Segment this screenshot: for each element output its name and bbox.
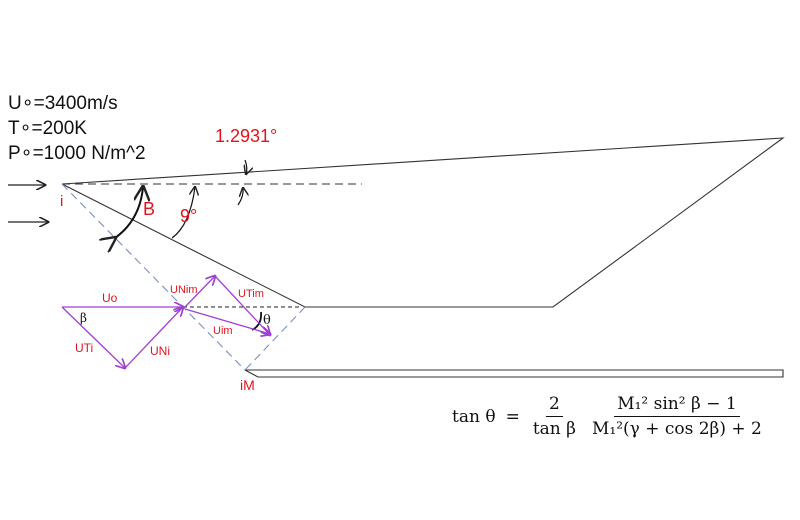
label-shock-angle: B — [143, 199, 155, 219]
vector-utim — [214, 275, 270, 335]
label-point-i: i — [60, 193, 63, 210]
formula-lhs: tan θ — [452, 406, 496, 427]
fraction-2-denominator: M₁²(γ + cos 2β) + 2 — [591, 419, 762, 439]
lower-plate — [244, 369, 784, 378]
shock-angle-formula: tan θ = 2 tan β M₁² sin² β − 1 M₁²(γ + c… — [452, 394, 765, 439]
label-wall-angle: 1.2931° — [215, 126, 277, 146]
reflected-shock — [244, 306, 306, 371]
formula-fraction-1: 2 tan β — [530, 394, 579, 439]
freestream-velocity: U∘=3400m/s — [8, 93, 118, 114]
vector-uti — [61, 306, 125, 368]
label-uni: UNi — [150, 344, 170, 358]
label-u0: Uo — [102, 291, 118, 305]
label-ramp-angle: 9° — [180, 206, 197, 226]
formula-equals: = — [505, 406, 520, 427]
label-uim: Uim — [213, 325, 233, 337]
formula-fraction-2: M₁² sin² β − 1 M₁²(γ + cos 2β) + 2 — [589, 394, 765, 439]
label-beta: β — [80, 311, 87, 325]
wall-angle-arc — [245, 159, 247, 174]
wall-angle-arc-2 — [237, 188, 243, 206]
vector-uni — [124, 307, 183, 369]
label-uti: UTi — [75, 341, 93, 355]
beta-arc — [115, 187, 143, 238]
vector-uim — [184, 308, 270, 334]
label-point-im: iM — [240, 377, 255, 393]
freestream-pressure: P∘=1000 N/m^2 — [8, 143, 146, 164]
upper-cowl — [61, 137, 785, 308]
label-unim: UNim — [170, 284, 198, 296]
freestream-temperature: T∘=200K — [8, 118, 87, 139]
oblique-shock — [61, 183, 246, 371]
fraction-1-numerator: 2 — [545, 394, 563, 417]
vector-unim — [184, 276, 215, 308]
fraction-2-numerator: M₁² sin² β − 1 — [614, 394, 740, 417]
ramp-angle-arc — [171, 187, 195, 239]
fraction-1-denominator: tan β — [532, 419, 576, 439]
label-utim: UTim — [238, 288, 264, 300]
label-theta: θ — [263, 313, 271, 328]
